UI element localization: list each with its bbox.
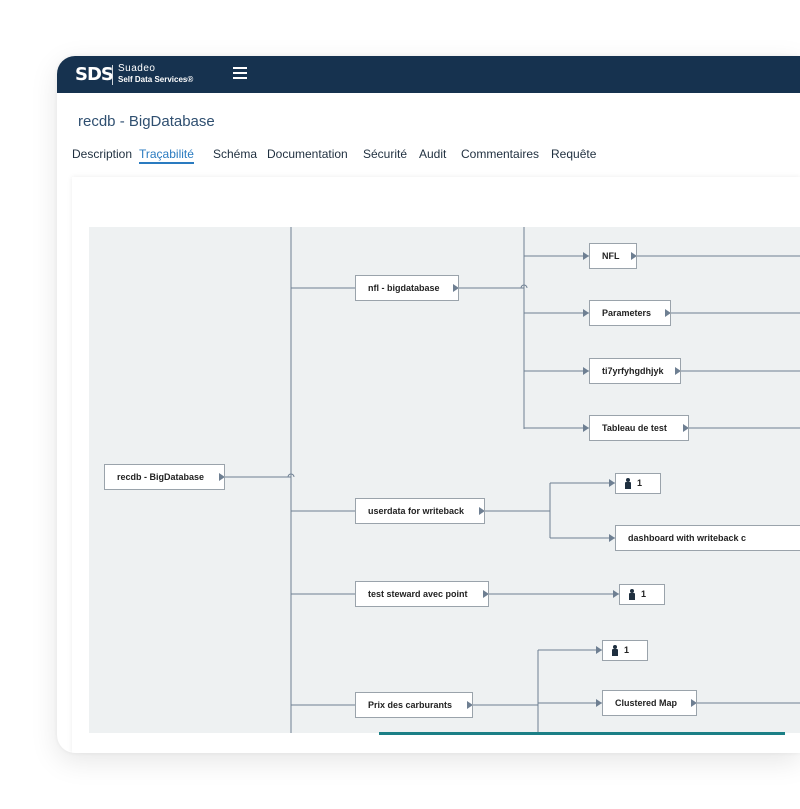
node-root[interactable]: recdb - BigDatabase: [104, 464, 225, 490]
expand-arrow-icon: [691, 699, 696, 707]
node-userdata-for-writeback[interactable]: userdata for writeback: [355, 498, 485, 524]
lineage-edges: [225, 227, 800, 733]
tab-schema[interactable]: Schéma: [213, 147, 258, 161]
expand-arrow-icon: [483, 590, 488, 598]
node-label: Parameters: [602, 308, 652, 318]
expand-arrow-icon: [467, 701, 472, 709]
node-nfl[interactable]: NFL: [589, 243, 637, 269]
logo-divider: [112, 65, 113, 85]
tab-requete[interactable]: Requête: [551, 147, 597, 161]
expand-arrow-icon: [665, 309, 670, 317]
lineage-diagram[interactable]: recdb - BigDatabase nfl - bigdatabase us…: [89, 227, 800, 733]
tab-audit[interactable]: Audit: [419, 147, 447, 161]
tab-securite[interactable]: Sécurité: [363, 147, 408, 161]
node-label: ti7yrfyhgdhjyk: [602, 366, 664, 376]
tab-documentation[interactable]: Documentation: [267, 147, 348, 161]
logo-tagline: Self Data Services®: [118, 75, 194, 84]
node-user-count[interactable]: 1: [619, 584, 665, 605]
node-clustered-map[interactable]: Clustered Map: [602, 690, 697, 716]
node-label: Tableau de test: [602, 423, 667, 433]
expand-arrow-icon: [219, 473, 224, 481]
node-label: test steward avec point: [368, 589, 468, 599]
node-test-steward-avec-point[interactable]: test steward avec point: [355, 581, 489, 607]
person-icon: [625, 478, 631, 490]
expand-arrow-icon: [675, 367, 680, 375]
node-label: userdata for writeback: [368, 506, 465, 516]
tab-description[interactable]: Description: [72, 147, 133, 161]
user-count-label: 1: [637, 478, 643, 488]
node-nfl-bigdatabase[interactable]: nfl - bigdatabase: [355, 275, 459, 301]
expand-arrow-icon: [683, 424, 688, 432]
expand-arrow-icon: [631, 252, 636, 260]
lineage-panel: recdb - BigDatabase nfl - bigdatabase us…: [72, 177, 800, 753]
node-user-count[interactable]: 1: [602, 640, 648, 661]
logo-name: Suadeo: [118, 63, 156, 74]
expand-arrow-icon: [479, 507, 484, 515]
suadeo-logo[interactable]: SDS: [75, 64, 114, 85]
node-label: dashboard with writeback c: [628, 533, 747, 543]
user-count-label: 1: [641, 589, 647, 599]
node-parameters[interactable]: Parameters: [589, 300, 671, 326]
user-count-label: 1: [624, 645, 630, 655]
node-user-count[interactable]: 1: [615, 473, 661, 494]
tab-commentaires[interactable]: Commentaires: [461, 147, 540, 161]
hamburger-menu-icon[interactable]: [233, 67, 247, 81]
node-dashboard-with-writeback[interactable]: dashboard with writeback c: [615, 525, 800, 551]
node-label: Clustered Map: [615, 698, 678, 708]
person-icon: [629, 589, 635, 601]
page-title: recdb - BigDatabase: [78, 113, 215, 130]
node-prix-des-carburants[interactable]: Prix des carburants: [355, 692, 473, 718]
node-tableau-de-test[interactable]: Tableau de test: [589, 415, 689, 441]
node-label: nfl - bigdatabase: [368, 283, 440, 293]
node-ti7yrfyhgdhjyk[interactable]: ti7yrfyhgdhjyk: [589, 358, 681, 384]
node-label: Prix des carburants: [368, 700, 453, 710]
horizontal-scrollbar[interactable]: [379, 732, 785, 735]
tab-tracabilite[interactable]: Traçabilité: [139, 147, 194, 164]
node-root-label: recdb - BigDatabase: [117, 472, 205, 482]
expand-arrow-icon: [453, 284, 458, 292]
top-navigation-bar: SDS Suadeo Self Data Services®: [57, 56, 800, 93]
person-icon: [612, 645, 618, 657]
app-window: SDS Suadeo Self Data Services® recdb - B…: [57, 56, 800, 753]
node-label: NFL: [602, 251, 620, 261]
